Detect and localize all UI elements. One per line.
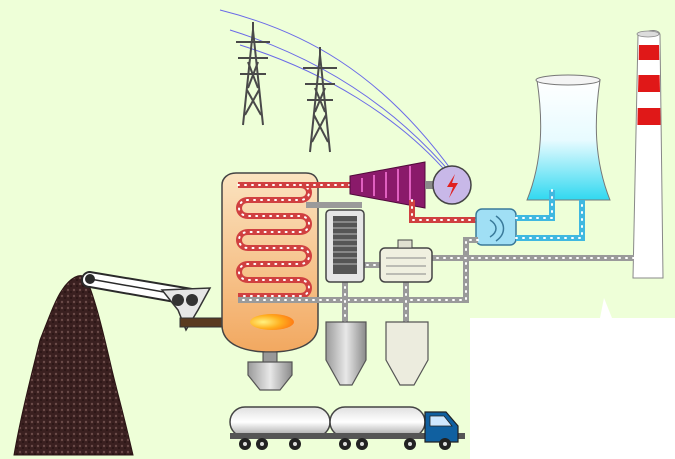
white-patch: [470, 298, 675, 459]
flue-gas-desulfurization: [379, 239, 433, 283]
pylon-left: [236, 22, 270, 126]
ash-silos: [247, 321, 429, 391]
power-lines: [219, 9, 456, 183]
cooling-tower: [526, 74, 611, 201]
cooling-water-pipes: [515, 189, 585, 241]
tanker-truck: [229, 406, 465, 450]
chimney-stack: [632, 30, 664, 279]
generator: [432, 165, 472, 205]
coal-crusher: [160, 287, 212, 332]
electrostatic-precipitator: [325, 209, 365, 283]
lightning-bolt-icon: [447, 174, 458, 198]
steam-turbine: [349, 161, 435, 209]
burner-flame: [250, 314, 294, 330]
condenser: [475, 208, 517, 246]
coal-pile: [13, 275, 134, 456]
boiler-coils-dots: [237, 184, 310, 297]
pylon-right: [303, 47, 337, 153]
